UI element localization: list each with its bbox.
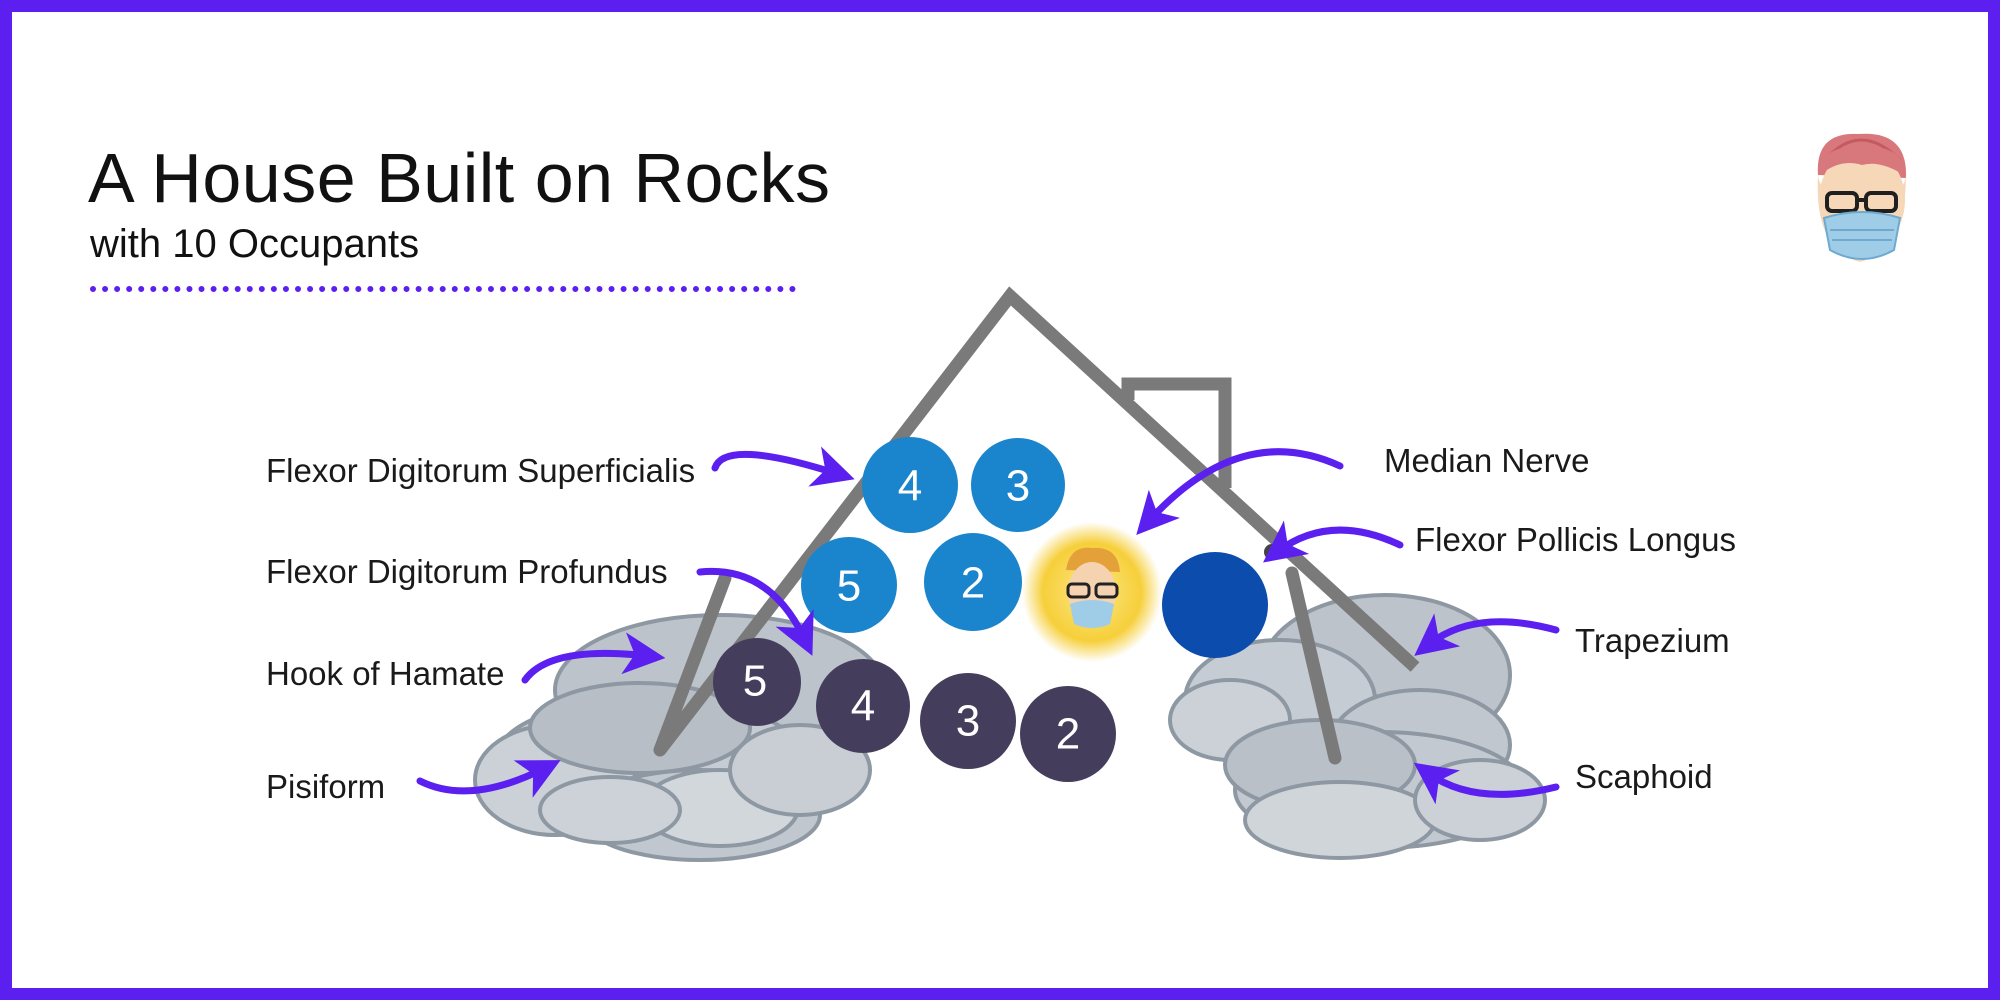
fdp-tendon-4-circle <box>816 659 910 753</box>
fdp-tendon-5-label: 5 <box>743 657 767 706</box>
fds-tendon-2: 2 <box>924 533 1022 631</box>
fdp-tendon-2-label: 2 <box>1056 710 1080 759</box>
hook-of-hamate-arrow <box>521 632 666 684</box>
fds-tendon-5: 5 <box>801 537 897 633</box>
chimney <box>1121 377 1232 488</box>
label-trapezium: Trapezium <box>1575 622 1730 659</box>
pisiform-arrow <box>416 760 561 798</box>
median-nerve <box>1022 522 1162 662</box>
page-title: A House Built on Rocks <box>88 139 831 217</box>
label-fpl: Flexor Pollicis Longus <box>1415 521 1736 558</box>
masked-doctor-avatar-icon <box>1817 133 1907 262</box>
median-nerve-arrow <box>1136 448 1344 535</box>
label-fdp: Flexor Digitorum Profundus <box>266 553 668 590</box>
label-hook-of-hamate: Hook of Hamate <box>266 655 505 692</box>
fds-tendon-2-circle <box>924 533 1022 631</box>
fdp-tendon-2-circle <box>1020 686 1116 782</box>
fds-tendon-2-label: 2 <box>961 559 985 608</box>
fds-tendon-3: 3 <box>971 438 1065 532</box>
title-divider <box>90 286 796 292</box>
fdp-arrow <box>696 567 814 656</box>
fdp-tendon-5: 5 <box>713 638 801 726</box>
fds-tendon-4-circle <box>862 437 958 533</box>
scaphoid-arrow <box>1413 762 1560 805</box>
fds-tendon-3-circle <box>971 438 1065 532</box>
fdp-tendon-3-label: 3 <box>956 697 980 746</box>
fds-tendon-4-label: 4 <box>898 462 922 511</box>
label-scaphoid: Scaphoid <box>1575 758 1713 795</box>
label-pisiform: Pisiform <box>266 768 386 805</box>
label-fds: Flexor Digitorum Superficialis <box>266 452 696 489</box>
fpl-tendon <box>1162 552 1268 658</box>
fds-arrow <box>711 446 855 487</box>
fds-tendon-4: 4 <box>862 437 958 533</box>
fdp-tendon-3-circle <box>920 673 1016 769</box>
fdp-tendon-4-label: 4 <box>851 682 875 731</box>
fdp-tendon-2: 2 <box>1020 686 1116 782</box>
label-median-nerve: Median Nerve <box>1384 442 1590 479</box>
left-rock-pile <box>473 613 887 862</box>
fds-tendon-5-label: 5 <box>837 562 861 611</box>
fpl-arrow <box>1263 520 1404 563</box>
arrows <box>416 446 1560 805</box>
fdp-tendon-5-circle <box>713 638 801 726</box>
fdp-tendon-3: 3 <box>920 673 1016 769</box>
fds-tendon-3-label: 3 <box>1006 462 1030 511</box>
trapezium-arrow <box>1414 613 1560 656</box>
fds-tendon-5-circle <box>801 537 897 633</box>
fdp-tendon-4: 4 <box>816 659 910 753</box>
masked-doctor-face-icon <box>1066 547 1120 628</box>
page-subtitle: with 10 Occupants <box>90 222 420 266</box>
